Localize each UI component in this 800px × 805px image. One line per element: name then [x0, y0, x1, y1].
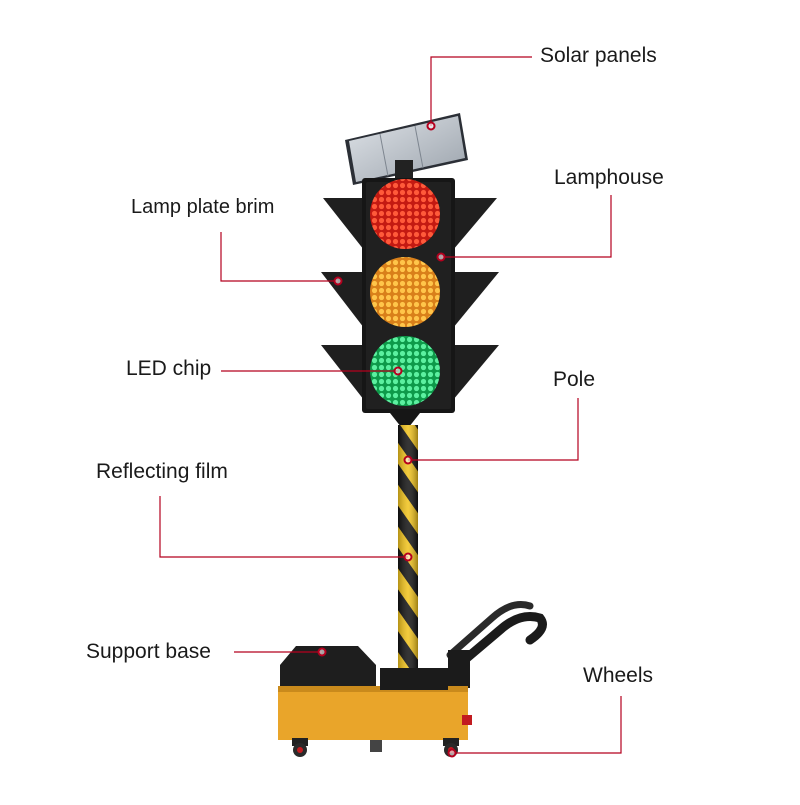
- red-lamp: [370, 179, 440, 249]
- label-led-chip: LED chip: [126, 357, 212, 380]
- solar-panel: [345, 113, 468, 185]
- leader-wheels: [452, 696, 622, 754]
- leader-lamphouse: [441, 195, 612, 258]
- label-lamp-plate-brim: Lamp plate brim: [131, 196, 275, 218]
- cart-handle: [446, 601, 547, 688]
- lamp-plate-brims: [321, 198, 499, 400]
- leader-reflecting-film: [159, 496, 408, 558]
- label-pole: Pole: [553, 368, 596, 391]
- leader-dots: [317, 121, 457, 758]
- leader-lines: [159, 56, 622, 754]
- label-wheels: Wheels: [583, 664, 654, 687]
- amber-lamp: [370, 257, 440, 327]
- support-base: [278, 646, 468, 752]
- leader-solar-panels: [430, 56, 532, 126]
- label-solar-panels: Solar panels: [540, 44, 657, 67]
- lamphouse: [362, 178, 455, 432]
- green-lamp: [370, 336, 440, 406]
- label-reflecting-film: Reflecting film: [96, 460, 228, 483]
- leader-pole: [408, 398, 579, 461]
- label-support-base: Support base: [86, 640, 211, 663]
- leader-lamp-plate-brim: [220, 232, 338, 282]
- label-lamphouse: Lamphouse: [554, 166, 664, 189]
